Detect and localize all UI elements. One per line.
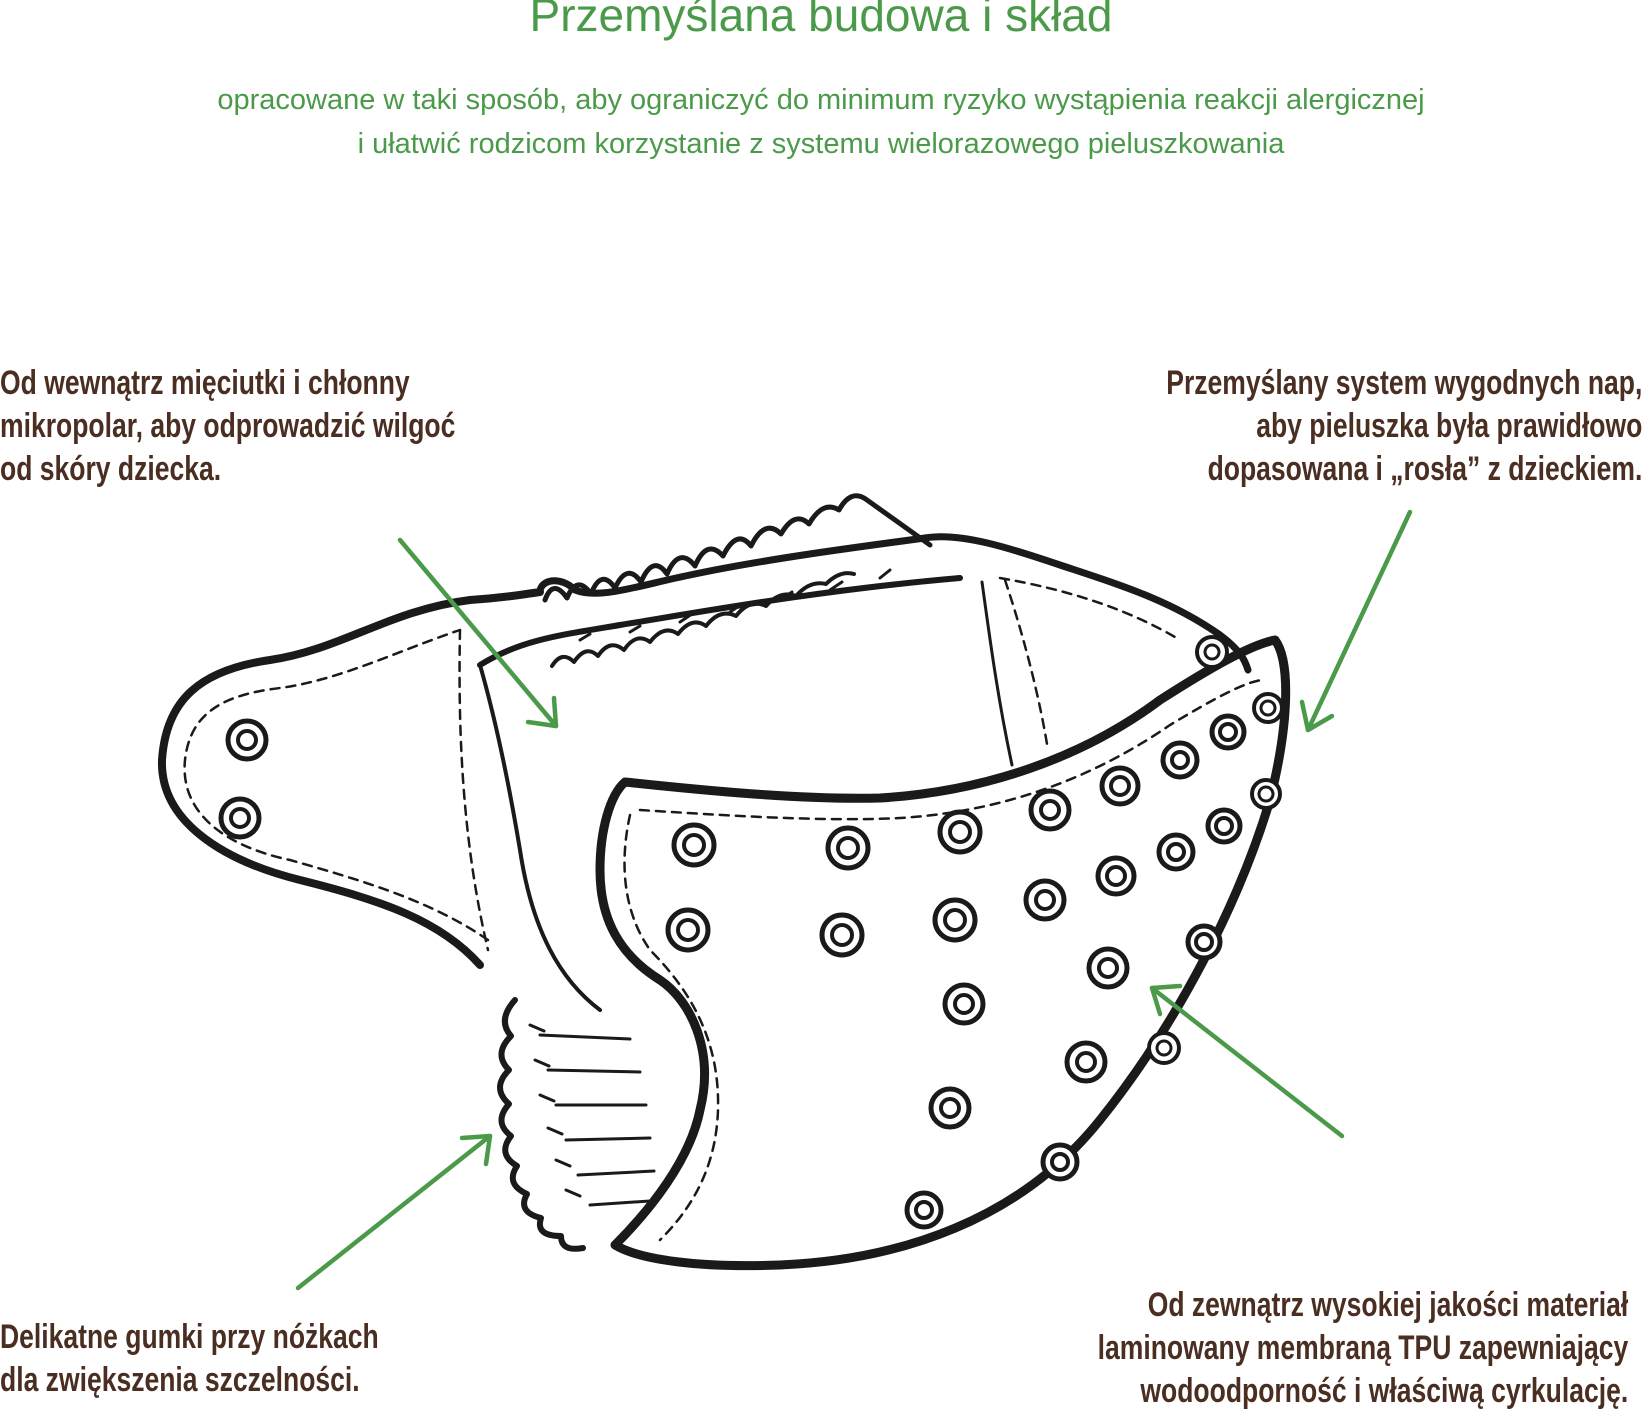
back-inner-fold — [1003, 578, 1050, 752]
callout-outer-layer: Od zewnątrz wysokiej jakości materiał la… — [1097, 1284, 1628, 1413]
arrow-icon — [1299, 509, 1413, 733]
snap-icon — [1099, 765, 1141, 807]
snap-icon — [1040, 1142, 1080, 1182]
callout-line: mikropolar, aby odprowadzić wilgoć — [0, 407, 456, 445]
leg-elastic-lines — [538, 1033, 656, 1207]
snap-icon — [1252, 692, 1284, 724]
snap-icon — [225, 718, 269, 762]
front-panel-outline — [595, 635, 1291, 1271]
snap-icon — [1250, 778, 1282, 810]
snap-icon — [1064, 1040, 1108, 1084]
callout-snaps: Przemyślany system wygodnych nap, aby pi… — [1166, 362, 1642, 491]
left-wing-outline — [157, 588, 544, 969]
front-panel-seam — [638, 678, 1264, 821]
snap-icon — [1095, 855, 1137, 897]
page-subtitle: opracowane w taki sposób, aby ograniczyć… — [0, 78, 1642, 166]
callout-line: dla zwiększenia szczelności. — [0, 1361, 360, 1399]
left-wing-fold — [458, 628, 490, 952]
subtitle-line: i ułatwić rodzicom korzystanie z systemu… — [357, 128, 1285, 160]
subtitle-line: opracowane w taki sposób, aby ograniczyć… — [217, 84, 1425, 116]
leg-elastic-stitch — [528, 1023, 582, 1198]
front-panel-left-seam — [623, 813, 720, 1242]
snap-icon — [1023, 878, 1067, 922]
snap-icon — [819, 912, 865, 958]
back-waistband-top — [921, 533, 1252, 674]
inner-opening — [477, 575, 963, 668]
arrow-icon — [397, 537, 559, 729]
snap-icon — [904, 1190, 944, 1230]
snap-icon — [942, 982, 986, 1026]
snap-icon — [665, 907, 711, 953]
leg-elastic-ruffle — [497, 997, 586, 1252]
callout-line: Przemyślany system wygodnych nap, — [1165, 364, 1642, 402]
callout-line: aby pieluszka była prawidłowo — [1255, 407, 1642, 445]
back-elastic-ruffle — [542, 493, 933, 603]
back-waistband — [536, 534, 929, 597]
callout-inner-layer: Od wewnątrz mięciutki i chłonny mikropol… — [0, 362, 455, 491]
callout-line: dopasowana i „rosła” z dzieckiem. — [1207, 450, 1642, 488]
snap-icon — [1086, 946, 1130, 990]
callout-leg-elastics: Delikatne gumki przy nóżkach dla zwiększ… — [0, 1316, 379, 1402]
back-inner-crease — [980, 580, 1014, 767]
snap-icon — [1156, 832, 1196, 872]
callout-line: Delikatne gumki przy nóżkach — [0, 1318, 379, 1356]
snap-icon — [1028, 788, 1072, 832]
page-title: Przemyślana budowa i skład — [529, 0, 1113, 41]
snap-icon — [218, 796, 262, 840]
callout-line: od skóry dziecka. — [0, 450, 222, 488]
snap-icon — [1209, 713, 1247, 751]
snap-icon — [1160, 740, 1200, 780]
snap-icon — [928, 1086, 972, 1130]
snap-icon — [1185, 923, 1223, 961]
arrow-icon — [1149, 983, 1345, 1139]
left-wing-seam — [183, 628, 490, 942]
callout-line: wodoodporność i właściwą cyrkulację. — [1140, 1372, 1628, 1410]
snap-icon — [1147, 1031, 1181, 1065]
snap-icon — [825, 825, 871, 871]
callout-line: Od zewnątrz wysokiej jakości materiał — [1147, 1286, 1628, 1324]
snap-icon — [932, 897, 978, 943]
snap-icon — [937, 809, 983, 855]
back-waistband-seam — [998, 576, 1182, 642]
snap-icon — [1205, 807, 1243, 845]
callout-line: Od wewnątrz mięciutki i chłonny — [0, 364, 410, 402]
snap-icon — [1195, 635, 1229, 669]
back-elastic-stitch — [578, 568, 892, 642]
callout-line: laminowany membraną TPU zapewniający — [1097, 1329, 1628, 1367]
snap-icon — [671, 822, 717, 868]
arrow-icon — [295, 1133, 493, 1291]
inner-left-edge — [478, 663, 602, 1012]
back-elastic-ruffle-bottom — [550, 571, 856, 668]
